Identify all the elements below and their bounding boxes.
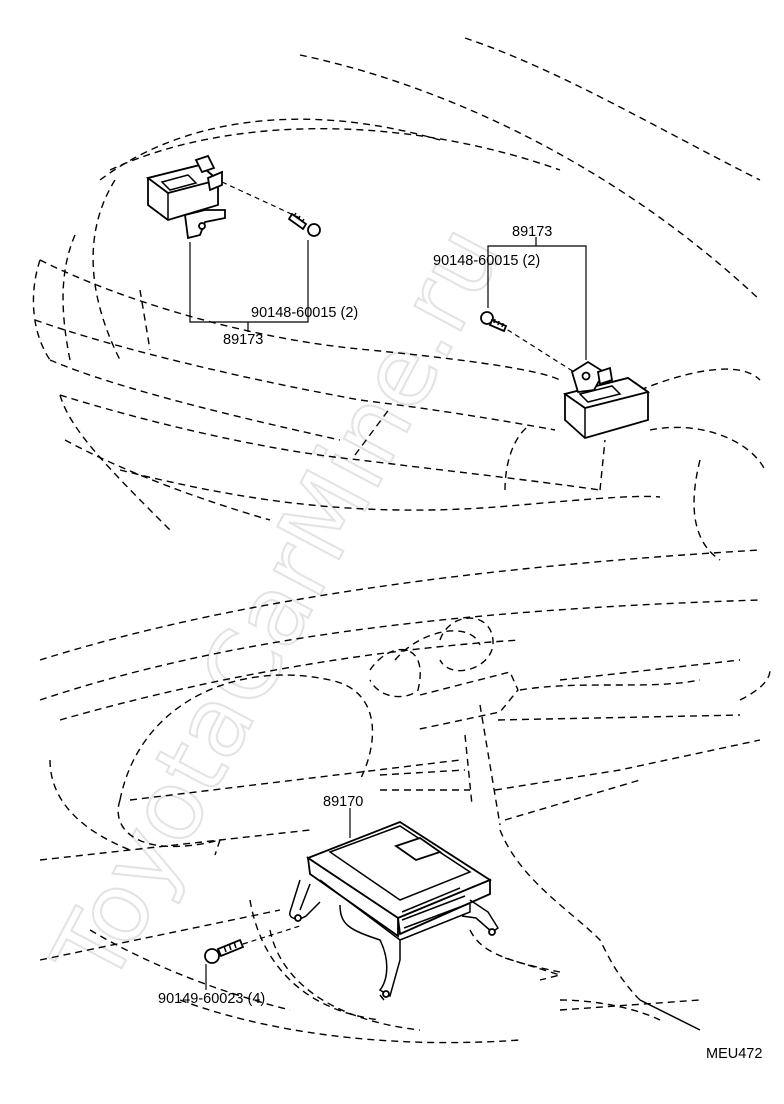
sensor-left [145, 154, 226, 240]
label-bolt-ecu: 90149-60023 (4) [158, 991, 265, 1007]
sensor-right [562, 360, 651, 440]
figure-code: MEU472 [706, 1046, 762, 1062]
label-bolt-left: 90148-60015 (2) [251, 305, 358, 321]
callout-bracket-left [189, 240, 309, 323]
airbag-ecu [289, 820, 500, 1001]
leader-left-bolt-path [221, 181, 301, 219]
leader-right-bolt-path [499, 324, 575, 373]
bolt-icon-right [480, 311, 508, 333]
leader-ecu-bolt-path [242, 925, 301, 945]
label-part-ecu: 89170 [323, 794, 363, 810]
vehicle-front-outline [32, 37, 766, 561]
bolt-icon-ecu [204, 938, 245, 964]
label-part-left: 89173 [223, 332, 263, 348]
bolt-icon-left [287, 212, 321, 237]
floor-edge-line [639, 999, 701, 1031]
label-part-right: 89173 [512, 224, 552, 240]
label-bolt-right: 90148-60015 (2) [433, 253, 540, 269]
callout-bracket-right [487, 245, 587, 360]
vehicle-interior-outline [39, 549, 771, 1044]
